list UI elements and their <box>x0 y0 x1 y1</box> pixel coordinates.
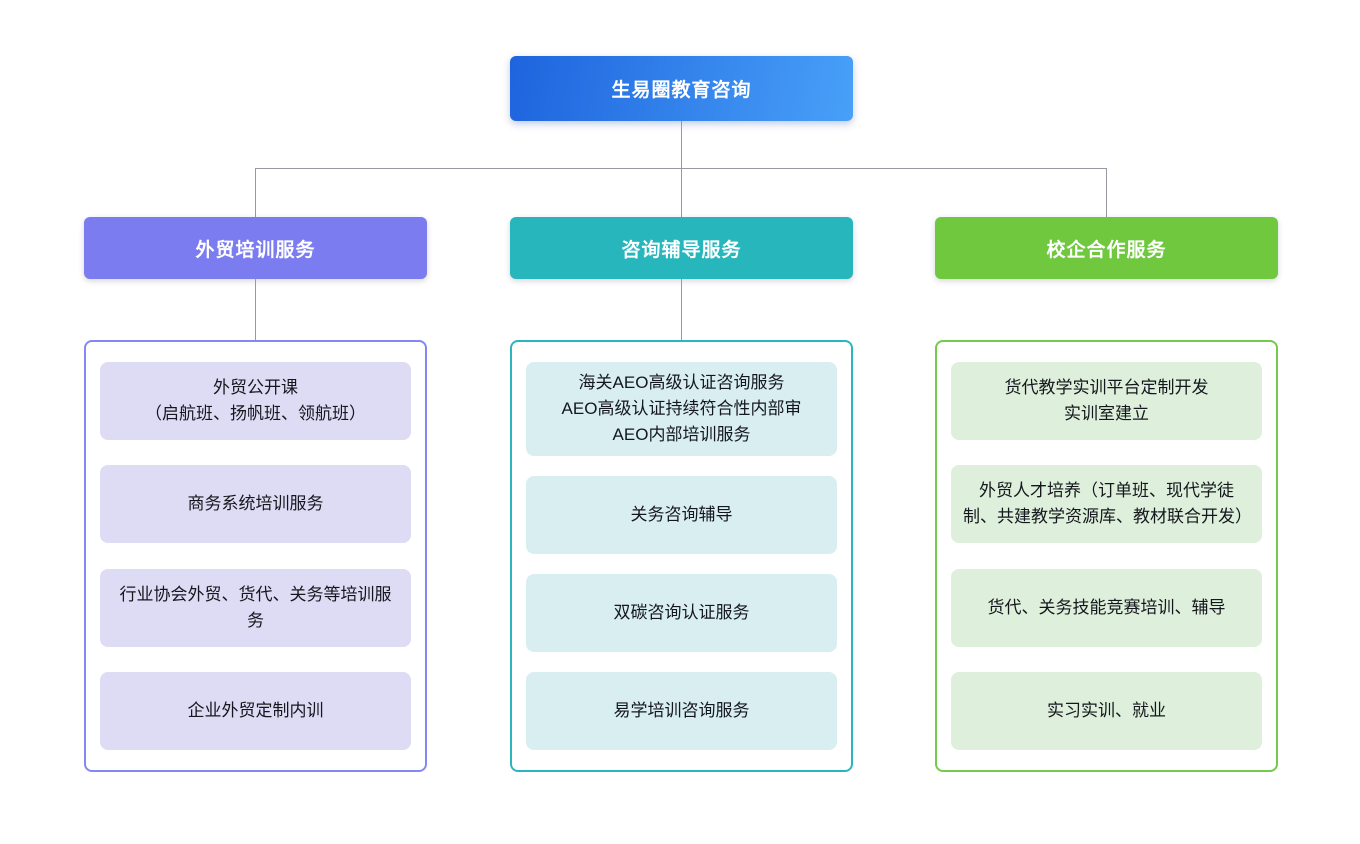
branch-header: 外贸培训服务 <box>84 217 427 279</box>
service-item-line: 货代教学实训平台定制开发 <box>1004 378 1209 397</box>
service-item-line: 实习实训、就业 <box>1047 700 1166 720</box>
branch-container: 外贸公开课 （启航班、扬帆班、领航班） 商务系统培训服务行业协会外贸、货代、关务等培… <box>84 340 427 772</box>
root-node: 生易圈教育咨询 <box>510 56 853 121</box>
service-item-line: 关务咨询辅导 <box>630 505 733 524</box>
service-item: 外贸公开课 （启航班、扬帆班、领航班） <box>100 362 411 440</box>
service-item: 企业外贸定制内训 <box>100 671 411 750</box>
connector-drop-left <box>255 168 256 217</box>
service-item: 实习实训、就业 <box>951 671 1262 750</box>
service-item: 双碳咨询认证服务 <box>526 574 837 652</box>
service-item: 商务系统培训服务 <box>100 465 411 544</box>
branch-header: 校企合作服务 <box>935 217 1278 279</box>
service-item-line: AEO高级认证持续符合性内部审 <box>561 399 802 418</box>
connector-root-down <box>681 121 682 168</box>
service-item-line: 外贸公开课 <box>213 378 298 397</box>
branch-header: 咨询辅导服务 <box>510 217 853 279</box>
service-item-line: AEO内部培训服务 <box>612 425 751 444</box>
service-item: 关务咨询辅导 <box>526 476 837 554</box>
branch-column-school-enterprise: 校企合作服务 货代教学实训平台定制开发实训室建立外贸人才培养（订单班、现代学徒制… <box>935 217 1278 772</box>
branch-header-connector <box>255 279 256 340</box>
connector-drop-middle <box>681 168 682 217</box>
branch-container: 海关AEO高级认证咨询服务 AEO高级认证持续符合性内部审 AEO内部培训服务关务咨… <box>510 340 853 772</box>
service-item-line: 外贸人才培养（订单班、现代学徒制、共建教学资源库、教材联合开发） <box>963 481 1252 527</box>
service-item-line: 企业外贸定制内训 <box>187 700 324 720</box>
service-item: 外贸人才培养（订单班、现代学徒制、共建教学资源库、教材联合开发） <box>951 465 1262 544</box>
service-item: 行业协会外贸、货代、关务等培训服务 <box>100 568 411 647</box>
service-item-line: 实训室建立 <box>1064 404 1149 423</box>
service-item-line: 行业协会外贸、货代、关务等培训服务 <box>119 584 392 630</box>
connector-drop-right <box>1106 168 1107 217</box>
service-item-line: 海关AEO高级认证咨询服务 <box>578 373 785 392</box>
service-item-line: （启航班、扬帆班、领航班） <box>145 404 366 423</box>
service-item: 货代、关务技能竞赛培训、辅导 <box>951 568 1262 647</box>
service-item: 海关AEO高级认证咨询服务 AEO高级认证持续符合性内部审 AEO内部培训服务 <box>526 362 837 456</box>
service-item-line: 双碳咨询认证服务 <box>613 603 750 622</box>
service-item: 易学培训咨询服务 <box>526 672 837 750</box>
branch-column-trade-training: 外贸培训服务 外贸公开课 （启航班、扬帆班、领航班） 商务系统培训服务行业协会外贸、… <box>84 217 427 772</box>
service-item-line: 易学培训咨询服务 <box>613 701 750 720</box>
branch-header-connector <box>681 279 682 340</box>
branch-container: 货代教学实训平台定制开发实训室建立外贸人才培养（订单班、现代学徒制、共建教学资源… <box>935 340 1278 772</box>
service-item: 货代教学实训平台定制开发实训室建立 <box>951 362 1262 440</box>
branch-column-consulting-coaching: 咨询辅导服务 海关AEO高级认证咨询服务 AEO高级认证持续符合性内部审 AEO内部… <box>510 217 853 772</box>
service-item-line: 货代、关务技能竞赛培训、辅导 <box>987 597 1226 617</box>
service-item-line: 商务系统培训服务 <box>187 494 324 514</box>
